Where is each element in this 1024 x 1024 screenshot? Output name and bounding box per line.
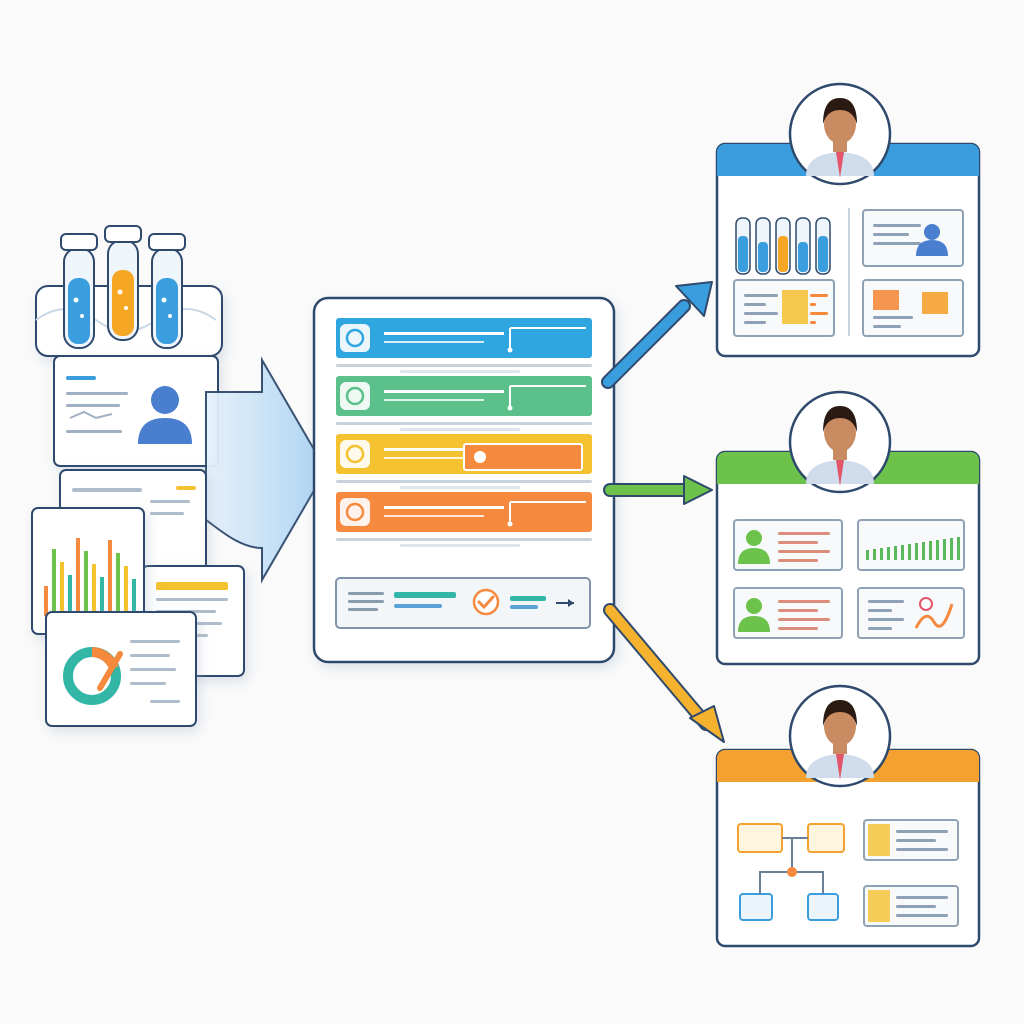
chart-bar — [922, 542, 925, 560]
chart-bar — [132, 579, 136, 616]
row-badge-icon — [340, 440, 370, 468]
row-divider — [400, 486, 520, 489]
chart-bar — [894, 546, 897, 560]
chart-bar — [880, 548, 883, 560]
output-panels — [715, 82, 981, 948]
workflow-map-icon — [737, 823, 845, 921]
row-divider — [400, 370, 520, 373]
bar-chart-report — [31, 507, 145, 635]
chart-bar — [124, 566, 128, 616]
panel-card — [863, 885, 959, 927]
hub-row — [336, 434, 592, 489]
avatar-icon — [788, 684, 892, 788]
row-divider — [400, 544, 520, 547]
arrow-icon — [556, 599, 574, 607]
chart-bar — [915, 543, 918, 560]
chart-bar — [929, 541, 932, 560]
person-icon — [138, 386, 192, 444]
row-divider — [400, 428, 520, 431]
hub-panel — [312, 296, 616, 664]
panel-card — [733, 587, 843, 639]
panel-card — [862, 279, 964, 337]
chart-bar — [60, 562, 64, 616]
chart-icon — [44, 538, 136, 616]
hub-row — [336, 318, 592, 373]
chart-bar — [52, 549, 56, 616]
chart-bar — [68, 575, 72, 616]
test-tube-icon — [148, 233, 186, 349]
panel-card — [863, 819, 959, 861]
flow-arrow — [601, 281, 713, 389]
avatar-icon — [788, 390, 892, 494]
row-badge-icon — [340, 382, 370, 410]
output-panel-workflow-map — [715, 684, 981, 948]
row-badge-icon — [340, 324, 370, 352]
chart-bar — [92, 564, 96, 616]
flow-arrow — [603, 603, 725, 743]
chart-bar — [936, 540, 939, 560]
chart-bar — [943, 539, 946, 560]
chart-bar — [76, 538, 80, 616]
chart-bar — [873, 549, 876, 560]
chart-bar — [108, 540, 112, 616]
person-icon — [924, 224, 940, 240]
chart-bar — [887, 547, 890, 560]
chart-bar — [908, 544, 911, 560]
output-panel-lab-results — [715, 82, 981, 358]
test-tube-icon — [60, 233, 98, 349]
chart-bar — [866, 550, 869, 560]
progress-report — [45, 611, 197, 727]
checkmark-icon — [472, 588, 500, 616]
chart-bar — [950, 538, 953, 560]
chart-bar — [100, 577, 104, 616]
hub-row — [336, 376, 592, 431]
test-tube-group — [60, 225, 186, 349]
patient-profile-card — [53, 355, 219, 467]
panel-card — [862, 209, 964, 267]
panel-card — [733, 279, 835, 337]
hub-row-list — [336, 318, 592, 547]
test-tube-icon — [104, 225, 142, 341]
chart-bar — [44, 586, 48, 616]
person-icon — [746, 598, 762, 614]
output-arrows — [601, 281, 725, 743]
row-divider — [336, 422, 592, 425]
hub-row — [336, 492, 592, 547]
panel-card — [857, 587, 965, 639]
output-panel-team-profiles — [715, 390, 981, 666]
person-icon — [746, 530, 762, 546]
chart-bar — [84, 551, 88, 616]
hub-footer — [335, 577, 591, 629]
row-divider — [336, 538, 592, 541]
avatar-icon — [788, 82, 892, 186]
test-tube-icon — [735, 217, 831, 275]
row-button — [463, 443, 583, 471]
panel-card — [857, 519, 965, 571]
row-badge-icon — [340, 498, 370, 526]
row-divider — [336, 364, 592, 367]
row-divider — [336, 480, 592, 483]
chart-bar — [957, 537, 960, 560]
flow-arrow — [603, 475, 713, 505]
flow-band — [205, 356, 328, 584]
chart-bar — [901, 545, 904, 560]
source-stack — [31, 225, 328, 727]
panel-card — [733, 519, 843, 571]
chart-bar — [116, 553, 120, 616]
